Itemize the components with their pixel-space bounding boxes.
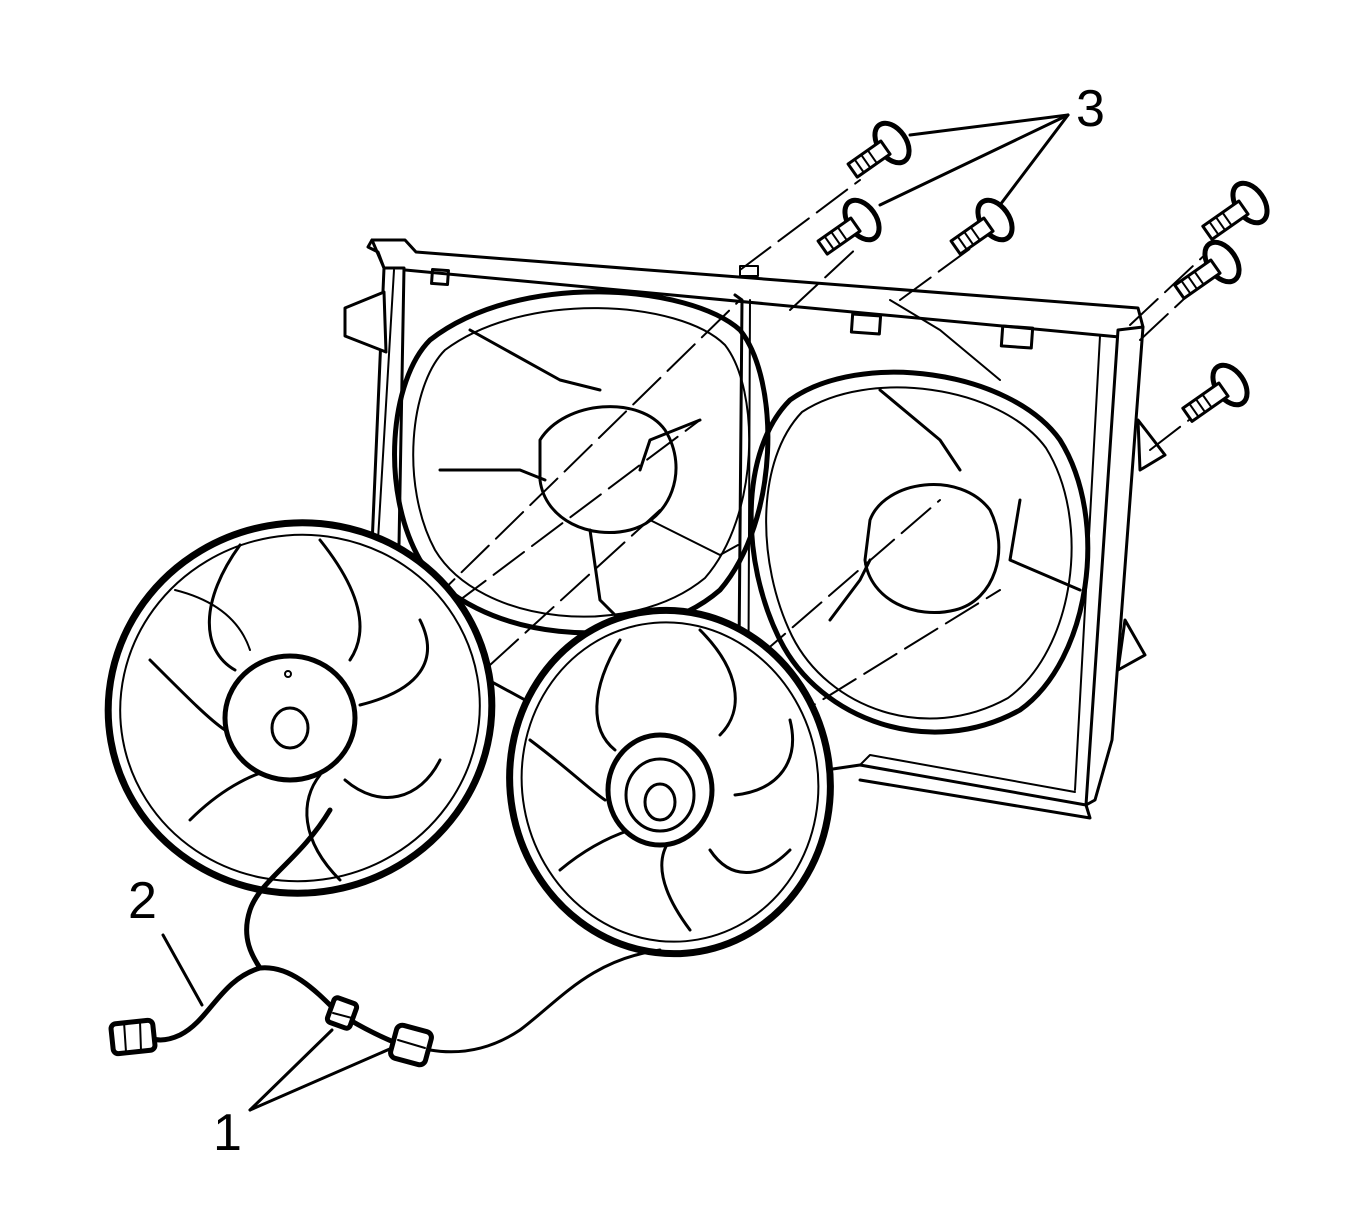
shroud-right-opening [748,299,1091,735]
callout-1-label: 1 [213,1104,242,1162]
callout-3: 3 [878,80,1105,207]
left-fan [104,519,496,897]
callout-1: 1 [213,1028,394,1162]
bolt [949,197,1015,256]
callout-2: 2 [128,872,204,1007]
bolt [846,120,912,179]
left-fan-connector [324,995,360,1031]
bolt [1181,362,1250,423]
bolts [816,120,1270,423]
bolt [816,197,882,256]
harness-connector [108,1017,158,1057]
callout-3-label: 3 [1076,80,1105,138]
bolt [1173,239,1242,300]
right-fan [506,606,834,958]
callout-2-label: 2 [128,872,157,930]
shroud-left-opening [392,289,771,642]
right-fan-connector [388,1022,434,1068]
bolt [1201,180,1270,241]
wiring-harness [108,807,662,1068]
